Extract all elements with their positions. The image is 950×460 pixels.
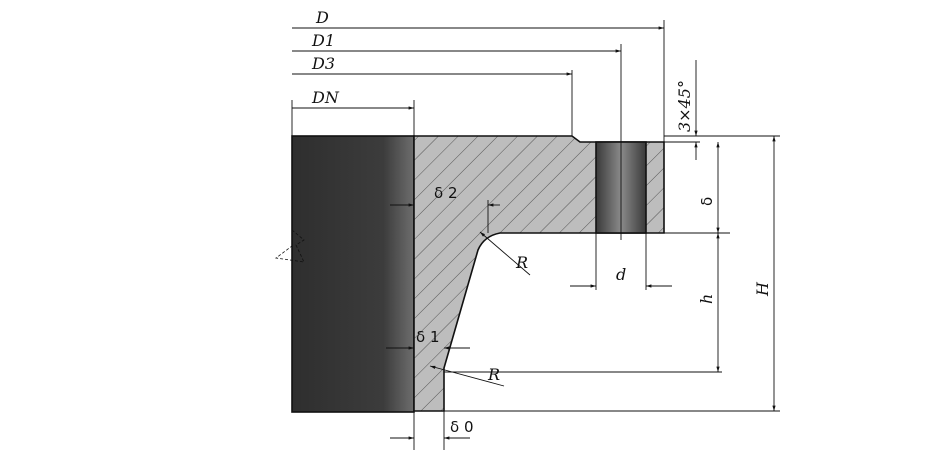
label-H: H [753, 281, 772, 297]
label-D1: D1 [311, 31, 335, 50]
label-delta2: δ 2 [434, 184, 458, 202]
label-delta1: δ 1 [416, 328, 440, 346]
label-D: D [315, 8, 329, 27]
label-DN: DN [311, 88, 340, 107]
label-h: h [697, 294, 716, 304]
label-D3: D3 [311, 54, 335, 73]
label-chamfer: 3×45° [675, 80, 694, 132]
label-delta: δ [698, 197, 716, 206]
pipe-body [291, 135, 415, 413]
label-R-upper: R [515, 253, 528, 272]
pipe-break-mark [274, 229, 305, 263]
label-delta0: δ 0 [450, 418, 474, 436]
label-d: d [616, 265, 626, 284]
diameter-dimensions [291, 20, 665, 142]
label-R-lower: R [487, 365, 500, 384]
